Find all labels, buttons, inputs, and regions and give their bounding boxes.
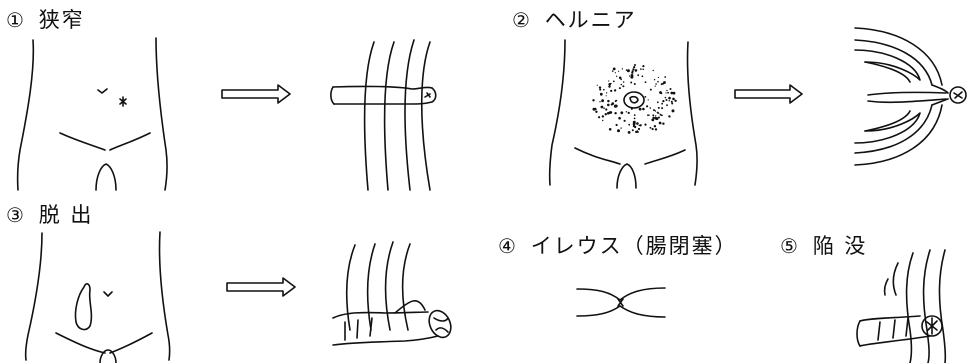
torso-prolapse (26, 232, 170, 363)
intestine-hernia (855, 28, 966, 165)
intestine-stenosis (331, 40, 436, 190)
torso-hernia (550, 40, 697, 188)
intestine-retraction (857, 250, 945, 363)
hernia-bulge (592, 64, 677, 134)
prolapsed-stoma-marker (75, 284, 112, 330)
arrow-prolapse (227, 278, 295, 296)
arrow-stenosis (222, 85, 290, 103)
stoma-marker-stenosis (98, 89, 126, 106)
speckle-shading (592, 64, 677, 134)
arrow-hernia (735, 85, 802, 103)
torso-stenosis (18, 38, 167, 190)
intestine-ileus (577, 288, 665, 317)
intestine-prolapse (333, 242, 455, 345)
